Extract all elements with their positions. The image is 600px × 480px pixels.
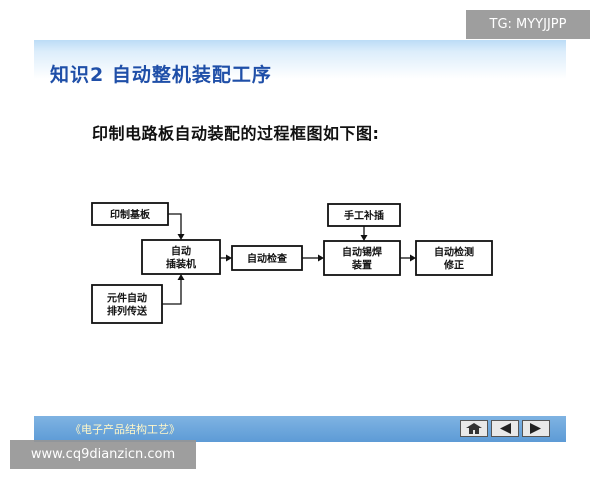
node-label: 印制基板 [110, 208, 151, 221]
node-label: 插装机 [166, 258, 196, 271]
node-box [141, 239, 221, 275]
connector-auto-inspect-to-auto-solder [302, 254, 324, 262]
node-label: 自动 [171, 245, 191, 258]
arrowhead [360, 235, 368, 241]
connector-auto-solder-to-auto-test [400, 254, 416, 262]
connector-component-feed-to-auto-insert [162, 274, 185, 305]
arrowhead [318, 254, 324, 262]
home-button[interactable] [460, 420, 488, 437]
node-label: 自动锡焊 [342, 246, 382, 259]
node-pcb-base: 印制基板 [91, 202, 169, 226]
node-label: 装置 [351, 259, 372, 272]
next-button[interactable] [522, 420, 550, 437]
node-box [231, 245, 303, 271]
node-box [323, 240, 401, 276]
node-box [327, 203, 401, 227]
arrowhead [177, 274, 185, 280]
triangle-right-icon [530, 423, 541, 434]
title-band [34, 40, 566, 92]
node-label: 手工补插 [344, 209, 384, 222]
connector-pcb-base-to-auto-insert [168, 213, 185, 240]
watermark-top: TG: MYYJJPP [466, 10, 590, 39]
arrowhead [226, 254, 232, 262]
arrowhead [410, 254, 416, 262]
slide-title: 知识2 自动整机装配工序 [50, 64, 272, 86]
connector-auto-insert-to-auto-inspect [220, 254, 232, 262]
arrowhead [177, 234, 185, 240]
node-box [91, 284, 163, 324]
node-label: 自动检测 [434, 246, 474, 259]
node-box [415, 240, 493, 276]
node-auto-inspect: 自动检查 [231, 245, 303, 271]
node-label: 修正 [443, 259, 464, 272]
connector-manual-insert-to-auto-solder [360, 226, 368, 241]
node-label: 排列传送 [107, 305, 148, 318]
home-icon [466, 423, 482, 434]
prev-button[interactable] [491, 420, 519, 437]
node-label: 元件自动 [107, 292, 147, 305]
node-label: 自动检查 [247, 252, 288, 265]
node-box [91, 202, 169, 226]
slide-subtitle: 印制电路板自动装配的过程框图如下图: [92, 124, 380, 143]
triangle-left-icon [500, 423, 511, 434]
watermark-bottom: www.cq9dianzicn.com [10, 440, 196, 469]
node-manual-insert: 手工补插 [327, 203, 401, 227]
course-title: 《电子产品结构工艺》 [70, 423, 180, 436]
